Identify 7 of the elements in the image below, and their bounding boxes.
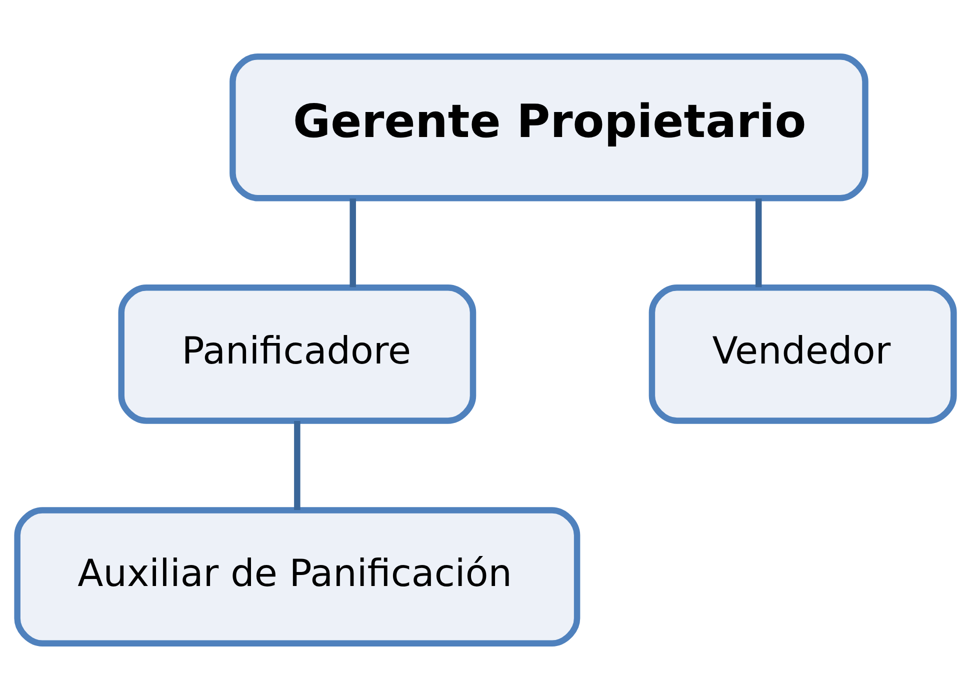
connector (349, 198, 356, 288)
node-box: Panificadore (118, 284, 476, 424)
node-box: Vendedor (648, 284, 956, 424)
node-box: Gerente Propietario (229, 54, 868, 202)
connector (294, 420, 300, 510)
connector (754, 198, 762, 288)
node-box: Auxiliar de Panificación (14, 507, 580, 646)
